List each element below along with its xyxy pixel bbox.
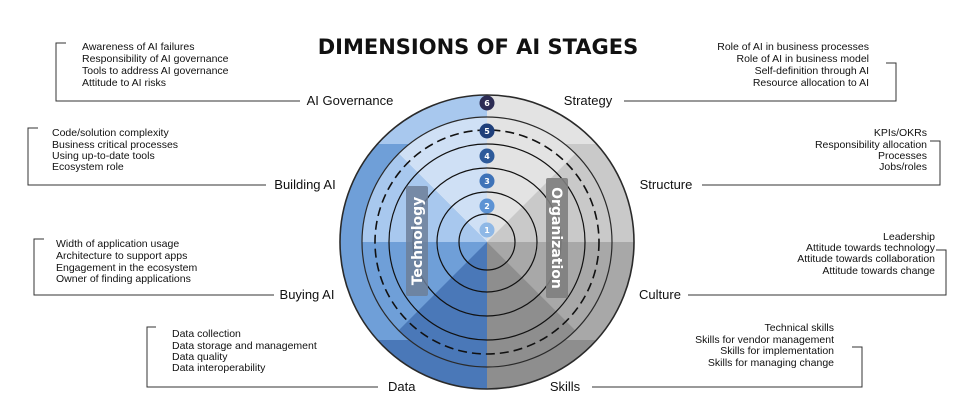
dimension-label-strategy: Strategy bbox=[564, 93, 613, 108]
list-item: Data quality bbox=[172, 351, 228, 363]
callout-ai-governance: AI Governance Awareness of AI failures R… bbox=[55, 41, 394, 108]
inner-disc bbox=[362, 117, 612, 367]
list-item: Self-definition through AI bbox=[755, 65, 869, 77]
technology-side-label: Technology bbox=[406, 186, 428, 296]
dimension-label-building-ai: Building AI bbox=[274, 177, 335, 192]
callout-buying-ai: Buying AI Width of application usage Arc… bbox=[33, 238, 335, 302]
list-item: KPIs/OKRs bbox=[874, 127, 927, 139]
list-item: Role of AI in business model bbox=[737, 53, 870, 65]
list-item: Resource allocation to AI bbox=[753, 77, 869, 89]
stage-marker-6: 6 bbox=[479, 95, 495, 111]
stage-marker-1: 1 bbox=[479, 222, 495, 238]
stage-number: 5 bbox=[484, 127, 490, 136]
stage-marker-2: 2 bbox=[479, 198, 495, 214]
dimension-label-ai-governance: AI Governance bbox=[307, 93, 394, 108]
stage-marker-3: 3 bbox=[479, 173, 495, 189]
list-item: Awareness of AI failures bbox=[82, 41, 194, 53]
list-item: Skills for managing change bbox=[708, 357, 834, 369]
list-item: Responsibility allocation bbox=[815, 139, 927, 151]
stage-number: 3 bbox=[484, 177, 490, 186]
list-item: Skills for implementation bbox=[720, 345, 834, 357]
dimension-wheel: 6 5 4 3 2 1 Technology Organizati bbox=[339, 94, 635, 390]
list-item: Role of AI in business processes bbox=[717, 41, 869, 53]
callout-skills: Skills Technical skills Skills for vendo… bbox=[550, 322, 863, 394]
organization-side-label: Organization bbox=[546, 178, 568, 298]
list-item: Business critical processes bbox=[52, 139, 178, 151]
callout-data: Data Data collection Data storage and ma… bbox=[146, 326, 416, 394]
stage-ring-3 bbox=[436, 191, 538, 293]
callout-strategy: Strategy Role of AI in business processe… bbox=[564, 41, 897, 108]
stage-number: 6 bbox=[484, 99, 490, 108]
list-item: Data collection bbox=[172, 328, 241, 340]
dimension-label-buying-ai: Buying AI bbox=[280, 287, 335, 302]
list-item: Tools to address AI governance bbox=[82, 65, 229, 77]
stage-marker-4: 4 bbox=[479, 148, 495, 164]
stage-ring-6 bbox=[374, 129, 600, 355]
list-item: Width of application usage bbox=[56, 238, 179, 250]
stage-number: 4 bbox=[484, 152, 490, 161]
list-item: Technical skills bbox=[765, 322, 834, 334]
technology-label: Technology bbox=[410, 197, 426, 286]
sector-data bbox=[398, 242, 487, 367]
list-item: Using up-to-date tools bbox=[52, 150, 155, 162]
diagram-title: DIMENSIONS OF AI STAGES bbox=[318, 35, 639, 59]
list-item: Attitude towards collaboration bbox=[797, 253, 935, 265]
list-item: Attitude towards technology bbox=[806, 242, 936, 254]
list-item: Processes bbox=[878, 150, 927, 162]
list-item: Engagement in the ecosystem bbox=[56, 262, 198, 274]
list-item: Responsibility of AI governance bbox=[82, 53, 229, 65]
list-item: Attitude to AI risks bbox=[82, 77, 166, 89]
dimension-label-skills: Skills bbox=[550, 379, 581, 394]
list-item: Jobs/roles bbox=[879, 161, 927, 173]
organization-label: Organization bbox=[548, 187, 564, 289]
sector-ai-governance bbox=[398, 117, 487, 242]
list-item: Attitude towards change bbox=[822, 265, 935, 277]
list-item: Architecture to support apps bbox=[56, 250, 187, 262]
list-item: Ecosystem role bbox=[52, 161, 124, 173]
stage-ring-2 bbox=[458, 213, 516, 271]
stage-marker-5: 5 bbox=[479, 123, 495, 139]
list-item: Leadership bbox=[883, 231, 935, 243]
list-item: Owner of finding applications bbox=[56, 273, 191, 285]
sector-strategy bbox=[487, 117, 576, 242]
sector-skills bbox=[487, 242, 576, 367]
outer-ring bbox=[339, 94, 635, 390]
stage-number: 2 bbox=[484, 202, 490, 211]
callout-culture: Culture Leadership Attitude towards tech… bbox=[639, 231, 947, 302]
dimension-label-data: Data bbox=[388, 379, 416, 394]
band-ring bbox=[361, 116, 613, 368]
list-item: Data interoperability bbox=[172, 362, 266, 374]
stage-ring-5 bbox=[388, 143, 586, 341]
dimension-label-structure: Structure bbox=[640, 177, 693, 192]
dimension-label-culture: Culture bbox=[639, 287, 681, 302]
list-item: Code/solution complexity bbox=[52, 127, 169, 139]
callout-structure: Structure KPIs/OKRs Responsibility alloc… bbox=[640, 127, 941, 192]
stage-number: 1 bbox=[484, 226, 490, 235]
list-item: Skills for vendor management bbox=[695, 334, 834, 346]
list-item: Data storage and management bbox=[172, 340, 317, 352]
callout-building-ai: Building AI Code/solution complexity Bus… bbox=[27, 127, 336, 192]
